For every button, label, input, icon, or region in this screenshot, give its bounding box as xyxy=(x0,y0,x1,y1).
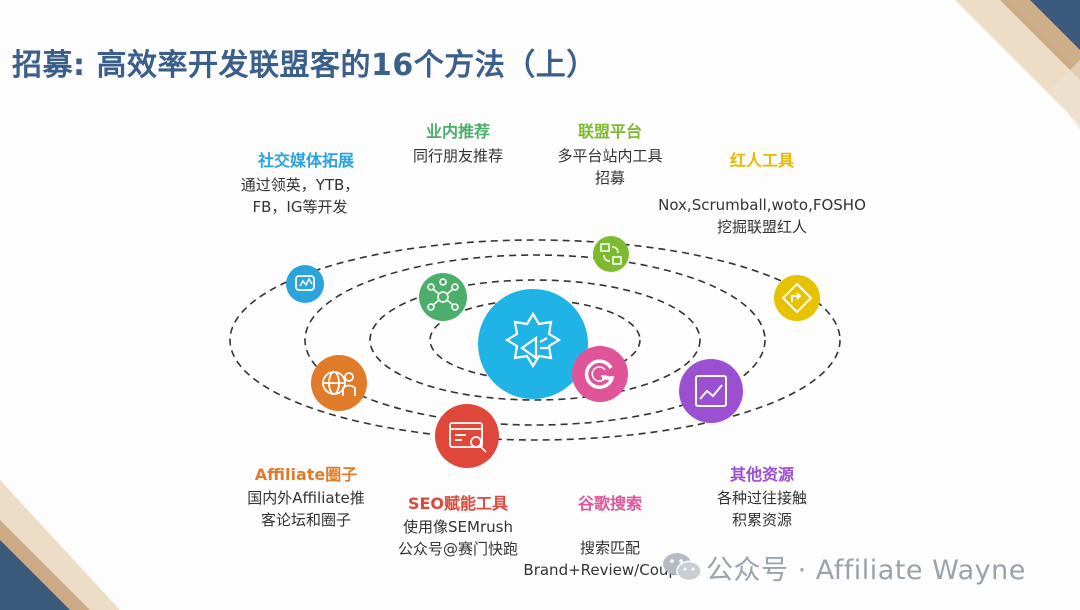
label-platform-desc: 多平台站内工具招募 xyxy=(557,147,663,187)
label-community-title: Affiliate圈子 xyxy=(254,465,358,484)
orbit-ring-outer xyxy=(229,239,841,441)
center-megaphone-icon xyxy=(478,289,588,399)
social-media-icon xyxy=(286,265,324,303)
orbit-ring-2 xyxy=(304,254,766,426)
label-industry-desc: 同行朋友推荐 xyxy=(412,147,504,165)
wechat-icon xyxy=(663,553,702,582)
google-g-icon xyxy=(572,346,628,402)
label-industry-title: 业内推荐 xyxy=(425,122,491,141)
chart-window-icon xyxy=(679,359,743,423)
diamond-direction-icon xyxy=(774,275,820,321)
orbit-ring-3 xyxy=(369,279,701,401)
label-other-title: 其他资源 xyxy=(729,465,795,484)
label-social-title: 社交媒体拓展 xyxy=(257,151,355,170)
globe-person-icon xyxy=(311,355,367,411)
watermark-text: 公众号 · Affiliate Wayne xyxy=(706,555,1026,586)
label-google-title: 谷歌搜索 xyxy=(577,494,643,513)
browser-search-icon xyxy=(435,404,499,468)
label-other-desc: 各种过往接触积累资源 xyxy=(716,489,808,529)
label-community-desc: 国内外Affiliate推客论坛和圈子 xyxy=(247,489,365,529)
label-platform-title: 联盟平台 xyxy=(577,122,643,141)
exchange-boxes-icon xyxy=(593,236,629,272)
label-seo-title: SEO赋能工具 xyxy=(407,494,509,513)
orbit-ring-inner xyxy=(429,299,641,381)
label-social-desc: 通过领英，YTB，FB，IG等开发 xyxy=(240,176,360,216)
page-title: 招募: 高效率开发联盟客的16个方法（上） xyxy=(12,48,597,83)
label-influencer-title: 红人工具 xyxy=(729,151,795,170)
network-icon xyxy=(419,273,467,321)
